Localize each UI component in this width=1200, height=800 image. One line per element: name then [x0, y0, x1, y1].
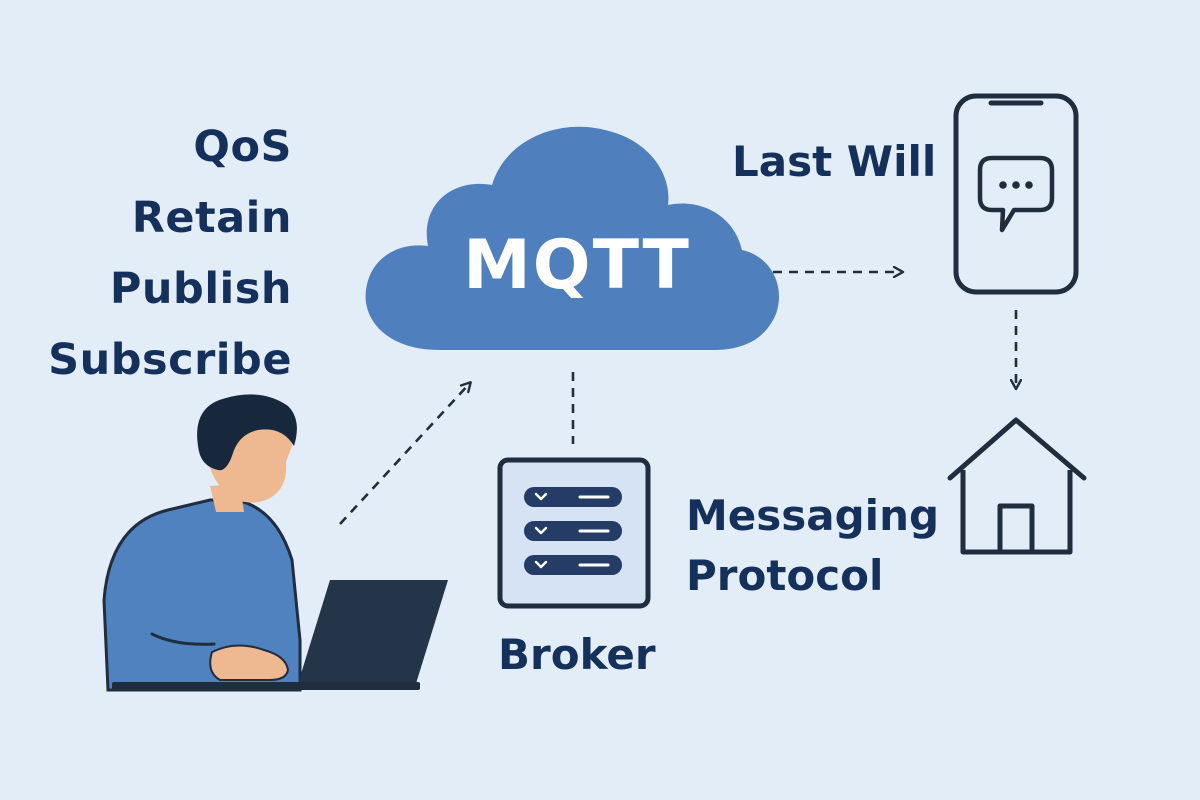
broker-label: Broker	[498, 630, 656, 679]
cloud-label: MQTT	[463, 226, 691, 305]
smartphone-chat-icon	[953, 93, 1079, 295]
messaging-line-2: Protocol	[686, 551, 884, 600]
concept-subscribe: Subscribe	[48, 335, 292, 385]
messaging-protocol-label: Messaging Protocol	[686, 486, 939, 606]
house-icon	[947, 417, 1087, 555]
messaging-line-1: Messaging	[686, 491, 940, 540]
concept-publish: Publish	[109, 264, 292, 314]
mqtt-concepts-list: QoS Retain Publish Subscribe	[48, 112, 292, 396]
arrow-user-to-cloud	[339, 383, 470, 525]
server-rack-icon	[497, 457, 651, 609]
concept-retain: Retain	[131, 193, 292, 243]
mqtt-cloud-icon	[365, 126, 779, 350]
person-at-laptop-icon	[102, 394, 448, 692]
last-will-label: Last Will	[732, 137, 937, 186]
concept-qos: QoS	[193, 122, 292, 172]
